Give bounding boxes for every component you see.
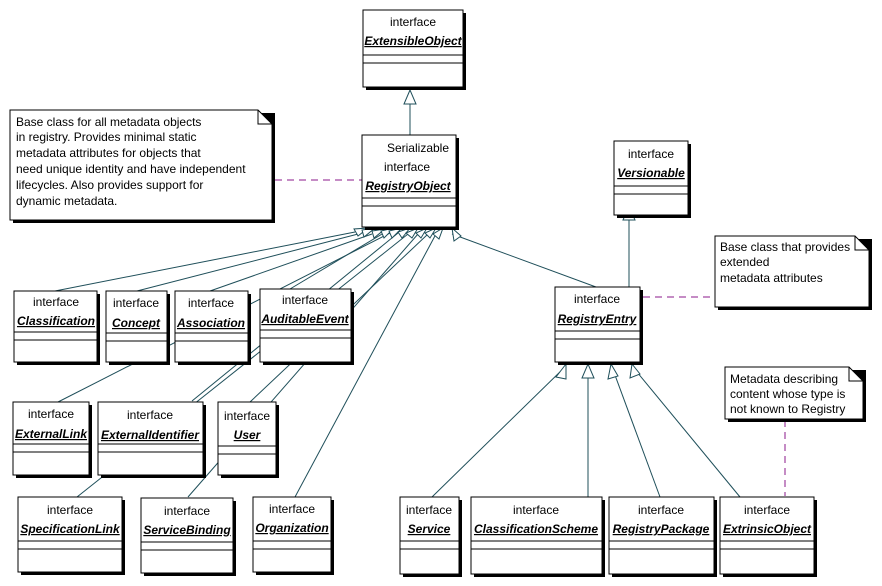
note-line: dynamic metadata. — [16, 194, 117, 208]
note-line: Metadata describing — [730, 372, 838, 386]
note-line: metadata attributes — [720, 271, 823, 285]
edge-organization-registryobject — [294, 233, 437, 498]
class-name: SpecificationLink — [20, 522, 121, 536]
class-stereotype: interface — [384, 160, 430, 174]
class-stereotype: interface — [33, 295, 79, 309]
note-line: in registry. Provides minimal static — [16, 130, 197, 144]
class-name: RegistryPackage — [613, 522, 710, 536]
edge-association-registryobject — [209, 233, 373, 292]
class-versionable[interactable]: interface Versionable — [613, 140, 691, 218]
class-name: Classification — [17, 314, 95, 328]
edge-auditableevent-registryobject — [289, 233, 383, 290]
arrowhead-ro-8 — [415, 226, 429, 239]
class-classification[interactable]: interface Classification — [13, 290, 100, 365]
class-name: Concept — [112, 316, 161, 330]
edge-extrinsicobject-registryentry — [631, 365, 741, 498]
arrowhead-ro-11 — [451, 226, 462, 242]
edge-registrypackage-registryentry — [611, 366, 661, 498]
class-auditable-event[interactable]: interface AuditableEvent — [259, 288, 354, 365]
edge-service-registryentry — [431, 366, 566, 498]
edge-concept-registryobject — [136, 232, 363, 292]
edge-classification-registryobject — [54, 231, 356, 292]
note-line: Base class that provides — [720, 240, 850, 254]
class-stereotype: interface — [127, 408, 173, 422]
arrowhead-re-3 — [607, 362, 619, 380]
class-stereotype: interface — [28, 407, 74, 421]
arrowhead-ro-10 — [432, 226, 444, 240]
arrowhead-ro-9 — [424, 226, 438, 239]
class-name: ExternalIdentifier — [101, 428, 200, 442]
class-stereotype: interface — [113, 296, 159, 310]
arrowhead-extensibleobject — [403, 88, 417, 105]
class-concept[interactable]: interface Concept — [105, 290, 170, 365]
class-name: ClassificationScheme — [474, 522, 598, 536]
class-registry-package[interactable]: interface RegistryPackage — [608, 496, 717, 577]
note-line: lifecycles. Also provides support for — [16, 178, 203, 192]
class-stereotype: interface — [224, 409, 270, 423]
class-stereotype-top: Serializable — [387, 141, 449, 155]
class-classification-scheme[interactable]: interface ClassificationScheme — [470, 496, 605, 577]
edge-registryentry-registryobject — [451, 233, 597, 288]
arrowhead-ro-7 — [405, 226, 420, 239]
class-name: RegistryEntry — [558, 312, 638, 326]
class-stereotype: interface — [282, 293, 328, 307]
arrowhead-re-1 — [555, 362, 567, 380]
note-extrinsic-object: Metadata describing content whose type i… — [724, 366, 866, 422]
class-name: Service — [408, 522, 451, 536]
class-name: Versionable — [617, 166, 685, 180]
generalization-arrowheads — [353, 88, 641, 380]
note-line: not known to Registry — [730, 402, 845, 416]
class-name: ExternalLink — [15, 427, 88, 441]
class-extrinsic-object[interactable]: interface ExtrinsicObject — [719, 496, 817, 577]
class-external-link[interactable]: interface ExternalLink — [12, 401, 92, 478]
class-name: Association — [176, 316, 245, 330]
class-stereotype: interface — [269, 502, 315, 516]
class-external-identifier[interactable]: interface ExternalIdentifier — [97, 401, 206, 478]
class-specification-link[interactable]: interface SpecificationLink — [17, 496, 125, 575]
class-stereotype: interface — [638, 503, 684, 517]
class-association[interactable]: interface Association — [174, 290, 251, 365]
class-stereotype: interface — [188, 296, 234, 310]
class-stereotype: interface — [744, 503, 790, 517]
note-line: need unique identity and have independen… — [16, 162, 246, 176]
class-service-binding[interactable]: interface ServiceBinding — [140, 497, 236, 576]
class-stereotype: interface — [47, 503, 93, 517]
class-registry-object[interactable]: Serializable interface RegistryObject — [361, 134, 459, 230]
arrowhead-re-2 — [581, 362, 595, 379]
class-stereotype: interface — [164, 504, 210, 518]
class-stereotype: interface — [513, 503, 559, 517]
note-line: content whose type is — [730, 387, 845, 401]
class-name: Organization — [255, 521, 328, 535]
class-stereotype: interface — [390, 15, 436, 29]
note-line: metadata attributes for objects that — [16, 146, 201, 160]
class-stereotype: interface — [574, 292, 620, 306]
note-line: Base class for all metadata objects — [16, 115, 201, 129]
class-name: ExtensibleObject — [364, 34, 462, 48]
class-stereotype: interface — [628, 147, 674, 161]
note-links — [275, 179, 786, 496]
class-name: RegistryObject — [365, 179, 451, 193]
class-organization[interactable]: interface Organization — [252, 496, 334, 575]
class-name: ExtrinsicObject — [723, 522, 812, 536]
class-stereotype: interface — [406, 503, 452, 517]
note-registry-object: Base class for all metadata objects in r… — [9, 109, 275, 223]
note-registry-entry: Base class that provides extended metada… — [714, 235, 872, 310]
class-registry-entry[interactable]: interface RegistryEntry — [554, 286, 643, 365]
class-user[interactable]: interface User — [217, 401, 279, 478]
class-extensible-object[interactable]: interface ExtensibleObject — [362, 9, 466, 90]
arrowhead-re-4 — [629, 362, 641, 379]
class-name: User — [234, 428, 262, 442]
note-line: extended — [720, 255, 769, 269]
class-name: ServiceBinding — [143, 523, 231, 537]
class-service[interactable]: interface Service — [399, 496, 462, 577]
class-name: AuditableEvent — [260, 312, 349, 326]
